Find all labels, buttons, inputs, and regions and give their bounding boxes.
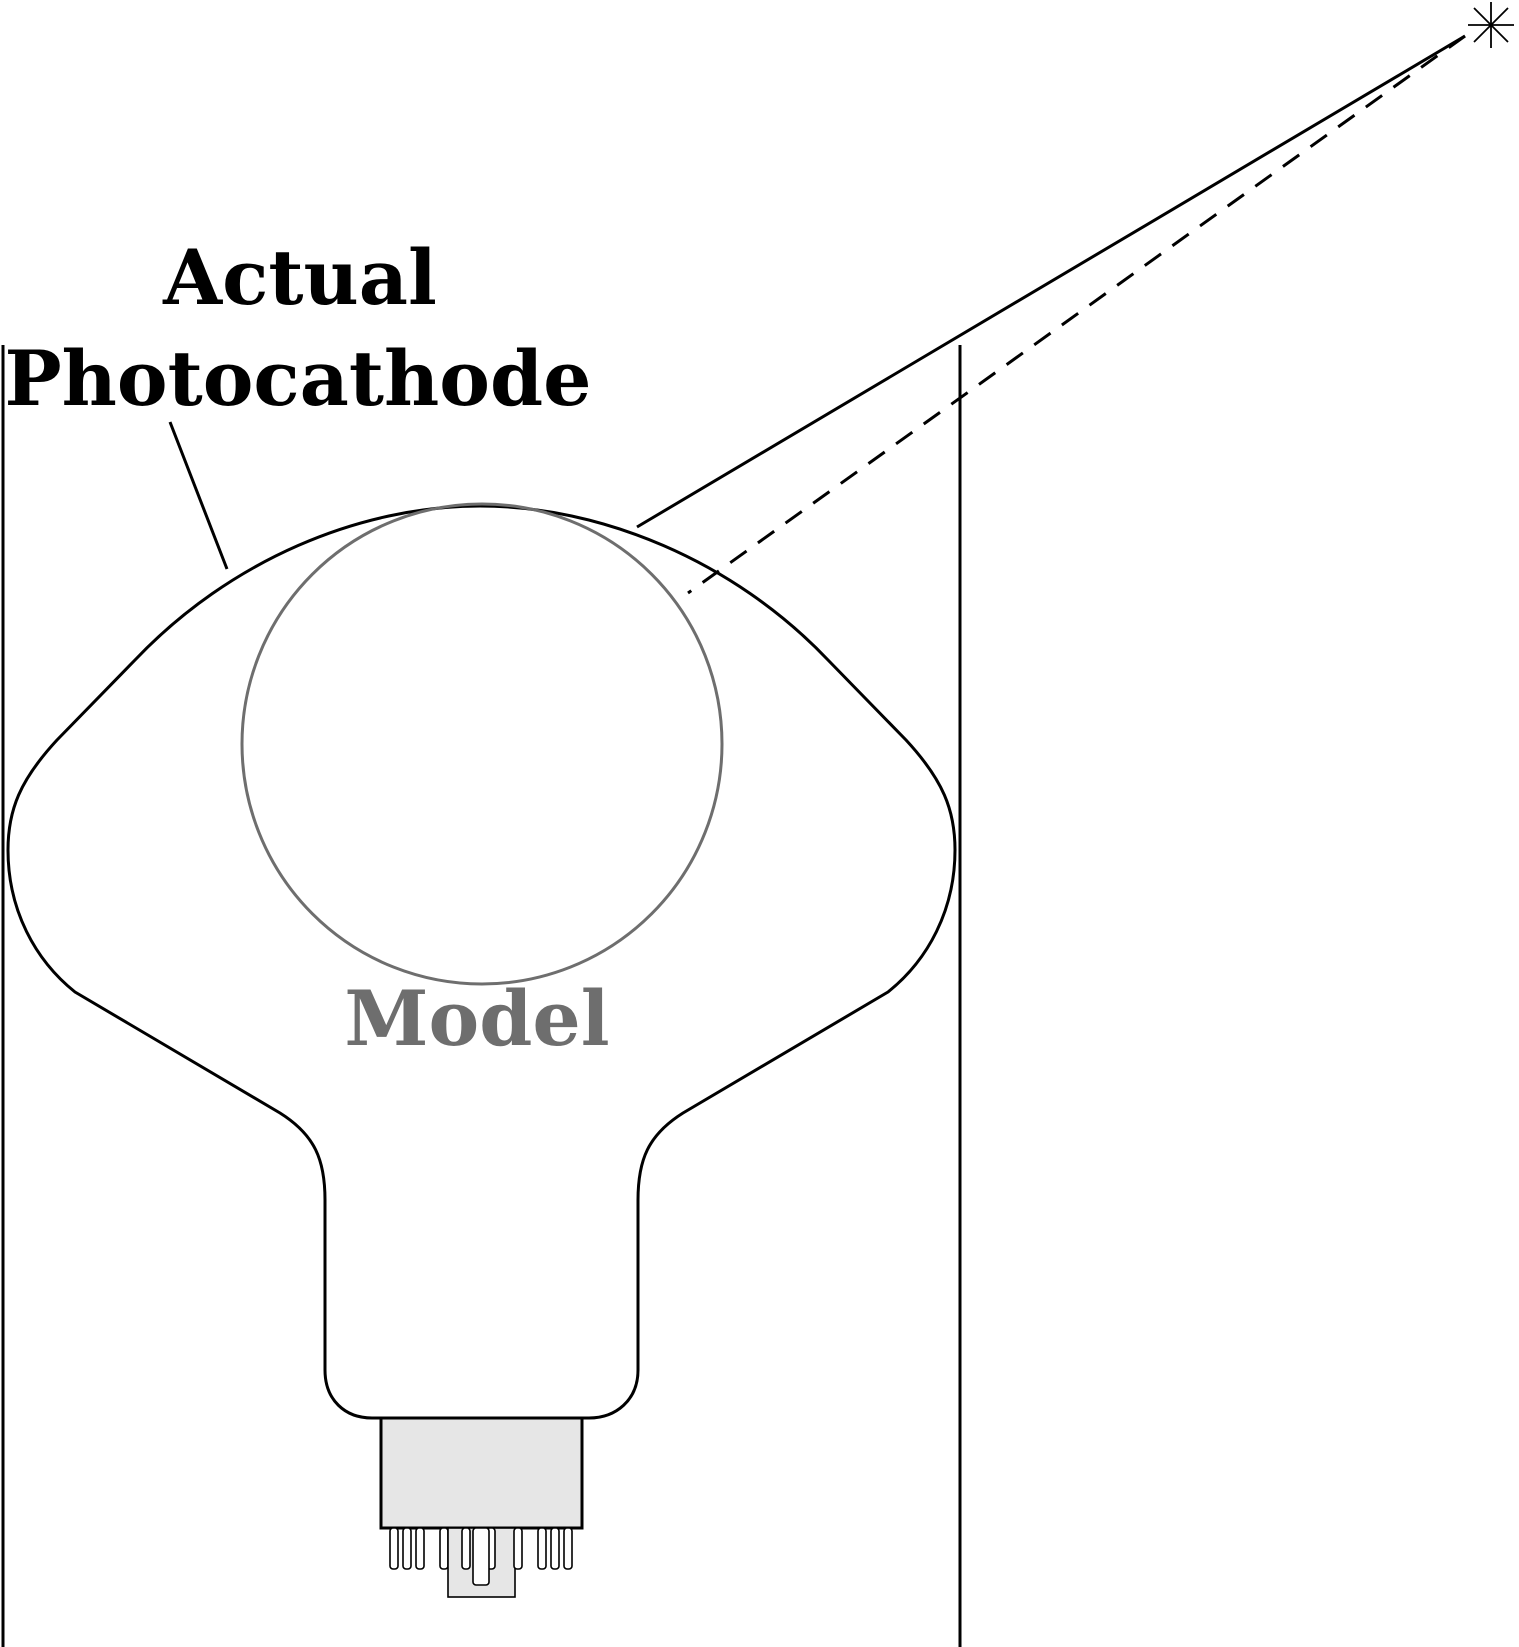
pin [563, 1527, 573, 1570]
pin [402, 1527, 412, 1570]
pin [461, 1527, 471, 1570]
pmt-base [379, 1416, 584, 1530]
actual-label-line1: Actual [162, 233, 437, 322]
pmt-pins [389, 1527, 573, 1598]
label-leader-line [168, 421, 229, 570]
pin [513, 1527, 523, 1570]
model-label: Model [344, 974, 609, 1063]
key-pin [472, 1527, 490, 1586]
starburst-icon [1468, 2, 1514, 48]
pin [439, 1527, 449, 1570]
pin [415, 1527, 425, 1570]
actual-photocathode-outline [6, 504, 957, 1420]
pin [550, 1527, 560, 1570]
ray-to-model-dashed [687, 34, 1466, 595]
pin [389, 1527, 399, 1570]
ray-to-actual-photocathode [636, 34, 1466, 529]
pin [537, 1527, 547, 1570]
actual-label-line2: Photocathode [5, 334, 592, 423]
model-sphere [240, 502, 724, 986]
